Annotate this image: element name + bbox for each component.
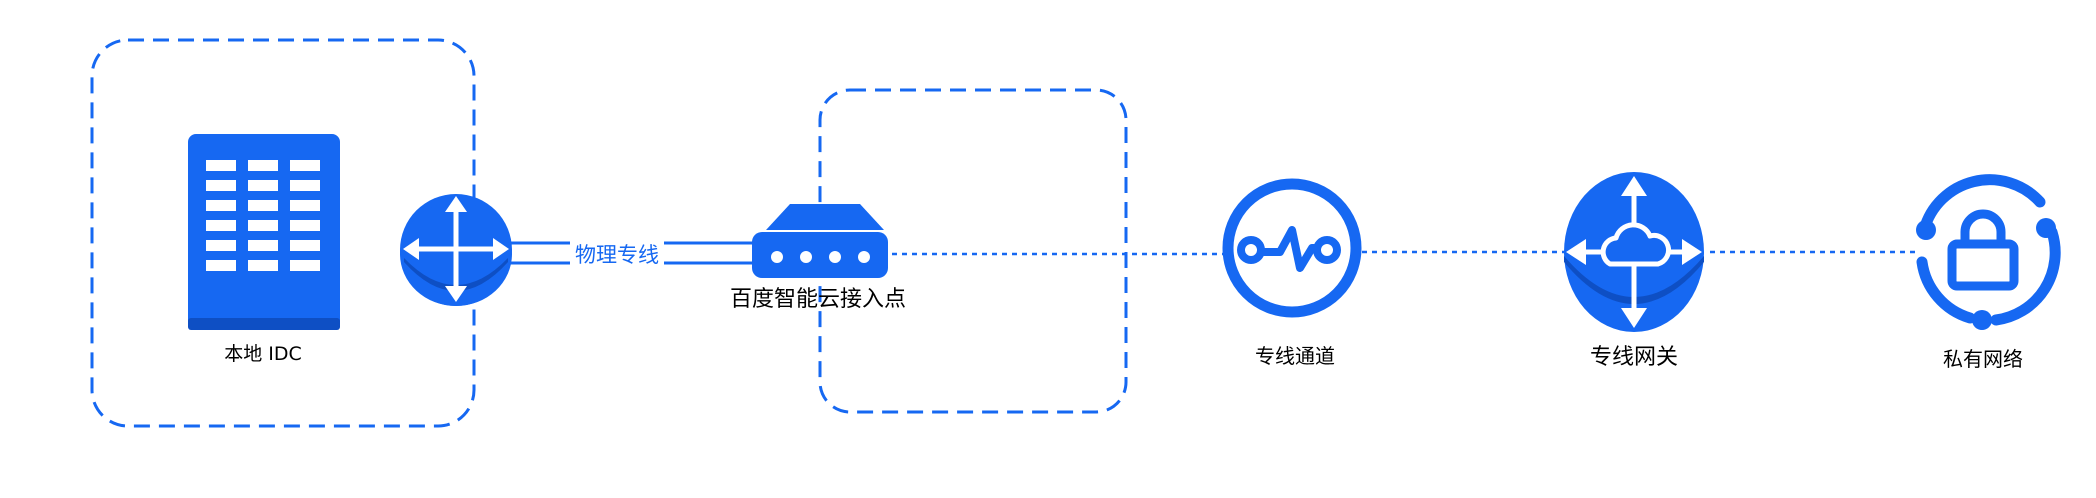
dedicated-gateway-label: 专线网关 [1590, 345, 1678, 370]
private-network-label: 私有网络 [1943, 347, 2023, 371]
switch-device-icon [752, 204, 888, 278]
access-point-label: 百度智能云接入点 [730, 287, 906, 312]
router-arrows-icon [400, 194, 512, 306]
channel-line-icon [1222, 178, 1362, 318]
lock-network-icon [1916, 174, 2061, 330]
cloud-gateway-icon [1564, 172, 1704, 332]
dotted-connectors [892, 250, 1915, 256]
physical-line-label: 物理专线 [575, 243, 659, 267]
dedicated-channel-label: 专线通道 [1255, 344, 1335, 368]
building-icon [188, 134, 340, 330]
local-idc-group-box [90, 38, 476, 428]
local-idc-label: 本地 IDC [224, 343, 302, 365]
